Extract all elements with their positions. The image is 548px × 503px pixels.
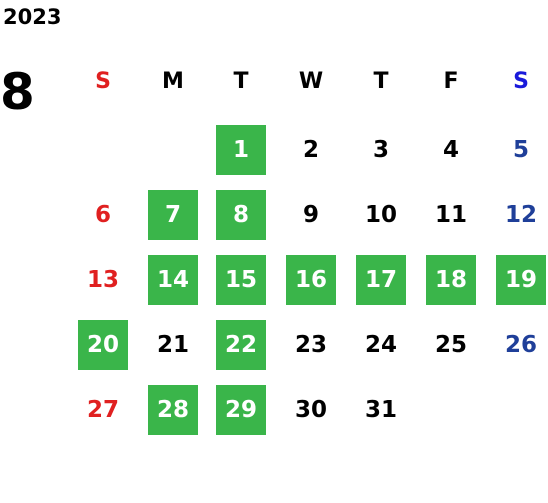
day-cell[interactable]: 21 [156, 332, 189, 358]
weekday-header: F [443, 68, 459, 94]
day-cell[interactable]: 2 [302, 137, 319, 163]
day-cell[interactable]: 31 [364, 397, 397, 423]
weekday-header: W [298, 68, 324, 94]
day-cell[interactable]: 16 [286, 255, 336, 305]
day-cell[interactable]: 17 [356, 255, 406, 305]
day-cell[interactable]: 30 [294, 397, 327, 423]
year-label: 2023 [3, 5, 62, 29]
day-cell[interactable]: 25 [434, 332, 467, 358]
day-cell[interactable]: 22 [216, 320, 266, 370]
day-cell[interactable]: 12 [504, 202, 537, 228]
day-cell[interactable]: 13 [86, 267, 119, 293]
day-cell[interactable]: 10 [364, 202, 397, 228]
weekday-header: T [373, 68, 389, 94]
weekday-header: M [162, 68, 184, 94]
day-cell[interactable]: 8 [216, 190, 266, 240]
weekday-header: S [513, 68, 529, 94]
day-cell[interactable]: 3 [372, 137, 389, 163]
day-cell[interactable]: 26 [504, 332, 537, 358]
day-cell[interactable]: 5 [512, 137, 529, 163]
day-cell[interactable]: 23 [294, 332, 327, 358]
day-cell[interactable]: 18 [426, 255, 476, 305]
day-cell[interactable]: 14 [148, 255, 198, 305]
day-cell[interactable]: 4 [442, 137, 459, 163]
day-cell[interactable]: 7 [148, 190, 198, 240]
month-number: 8 [0, 63, 35, 121]
weekday-header: T [233, 68, 249, 94]
day-cell[interactable]: 9 [302, 202, 319, 228]
day-cell[interactable]: 28 [148, 385, 198, 435]
day-cell[interactable]: 11 [434, 202, 467, 228]
day-cell[interactable]: 29 [216, 385, 266, 435]
day-cell[interactable]: 19 [496, 255, 546, 305]
day-cell[interactable]: 15 [216, 255, 266, 305]
day-cell[interactable]: 24 [364, 332, 397, 358]
day-cell[interactable]: 1 [216, 125, 266, 175]
weekday-header: S [95, 68, 111, 94]
day-cell[interactable]: 27 [86, 397, 119, 423]
day-cell[interactable]: 20 [78, 320, 128, 370]
day-cell[interactable]: 6 [94, 202, 111, 228]
